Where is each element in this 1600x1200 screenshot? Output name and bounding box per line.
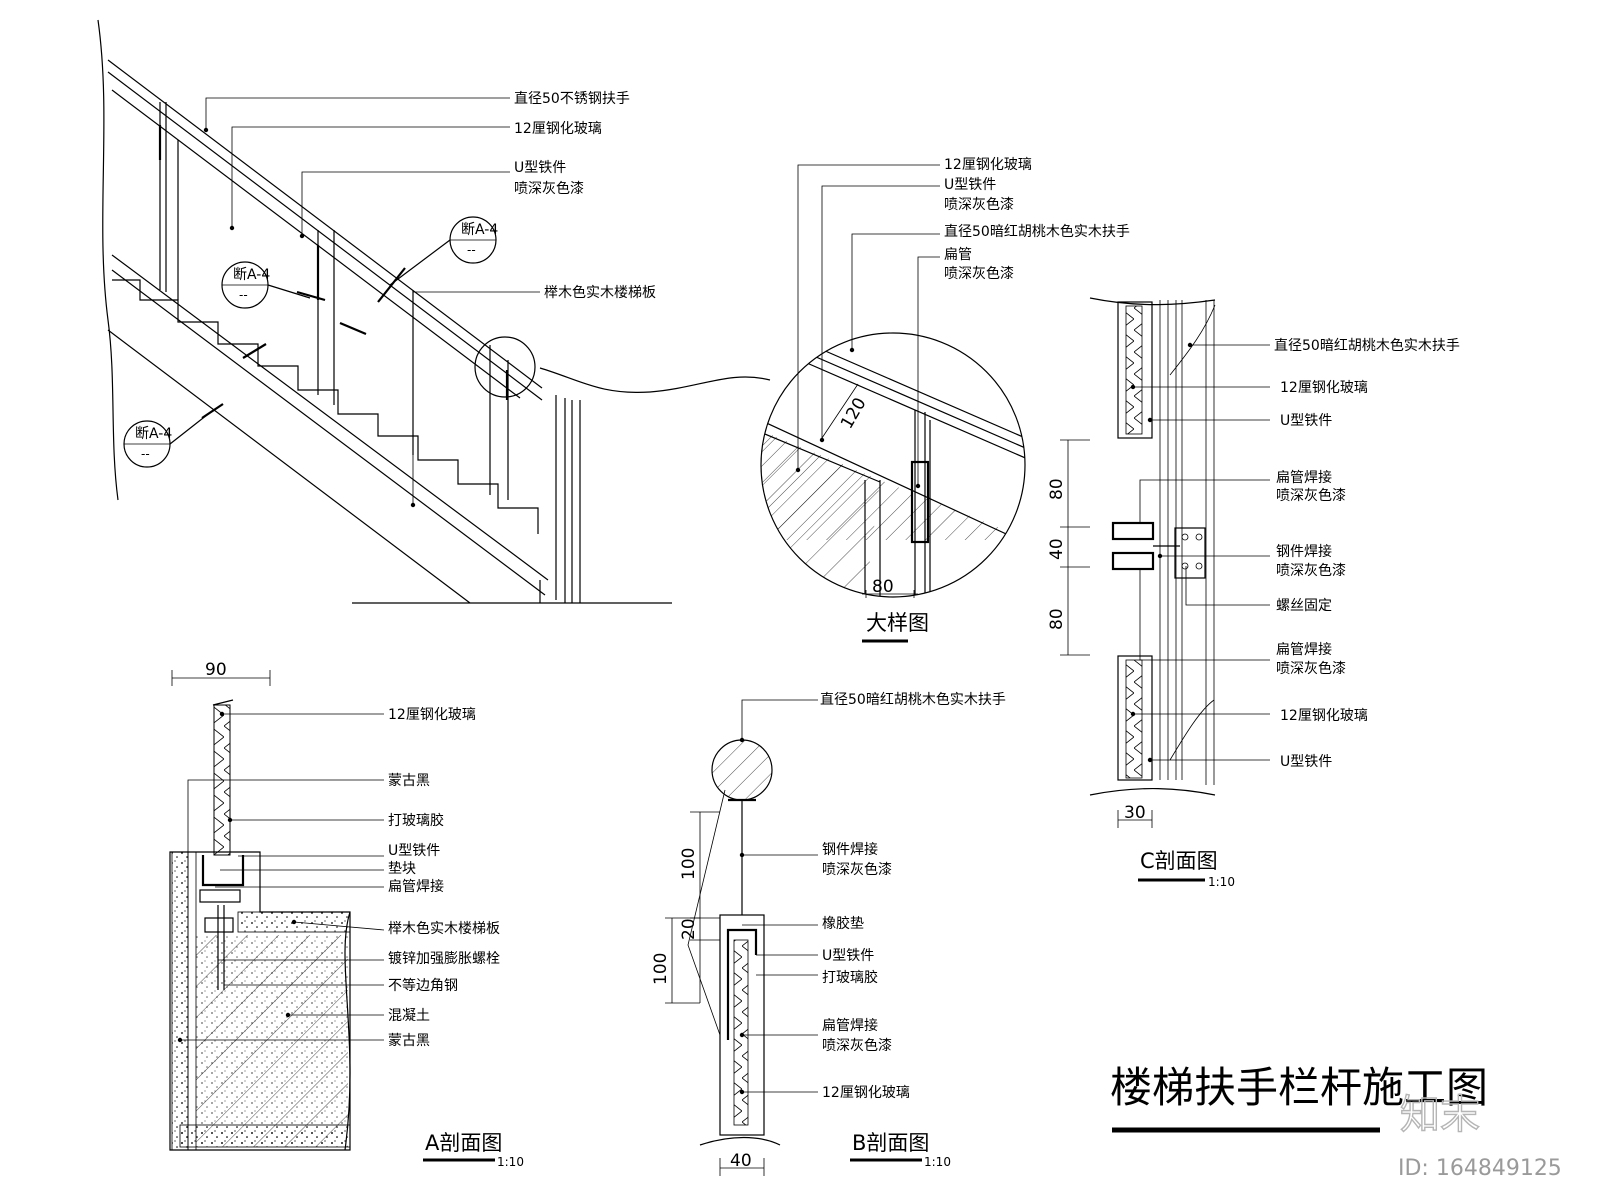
b-label-flat-weld: 扁管焊接 [822, 1017, 878, 1034]
b-label-paint-2: 喷深灰色漆 [822, 1037, 892, 1054]
watermark-logo: 知末 [1400, 1092, 1480, 1138]
svg-text:40: 40 [1047, 538, 1067, 560]
c-label-paint: 喷深灰色漆 [1276, 487, 1346, 504]
a-label-mongolia-black-2: 蒙古黑 [388, 1033, 430, 1049]
svg-text:--: -- [467, 243, 476, 257]
b-label-steel-weld: 钢件焊接 [822, 841, 878, 858]
a-label-angle-steel: 不等边角钢 [388, 977, 458, 994]
c-label-handrail: 直径50暗红胡桃木色实木扶手 [1274, 337, 1460, 354]
sheet-title: 楼梯扶手栏杆施工图 [1110, 1063, 1488, 1112]
b-label-u-iron: U型铁件 [822, 948, 874, 964]
svg-text:100: 100 [679, 848, 699, 880]
detail-view: 120 12厘钢化玻璃 U型铁件 喷深灰色漆 直径50暗红胡桃木色实木扶手 扁管… [760, 156, 1130, 643]
b-label-glass: 12厘钢化玻璃 [822, 1084, 910, 1101]
a-label-flat-weld: 扁管焊接 [388, 878, 444, 895]
section-mark-1: 断A-4 -- [389, 216, 498, 286]
section-mark-1-ref: 断A-4 [461, 222, 498, 238]
b-label-paint: 喷深灰色漆 [822, 861, 892, 878]
label-handrail: 直径50不锈钢扶手 [514, 90, 630, 107]
c-label-paint-3: 喷深灰色漆 [1276, 660, 1346, 677]
detail-label-glass: 12厘钢化玻璃 [944, 156, 1032, 173]
b-label-handrail: 直径50暗红胡桃木色实木扶手 [820, 691, 1006, 708]
detail-label-u-iron: U型铁件 [944, 177, 996, 193]
c-title: C剖面图 [1140, 849, 1218, 873]
a-label-mongolia-black: 蒙古黑 [388, 773, 430, 789]
svg-text:120: 120 [837, 394, 871, 432]
b-label-rubber-pad: 橡胶垫 [822, 915, 864, 932]
label-u-iron: U型铁件 [514, 160, 566, 176]
watermark-id: ID: 164849125 [1398, 1156, 1562, 1181]
stair-elevation: 断A-4 -- 断A-4 -- 断A-4 -- 直径50不锈钢扶 [97, 19, 771, 604]
svg-text:断A-4: 断A-4 [135, 426, 172, 442]
section-b: 100 20 100 直径50暗红胡桃木色实木扶手 钢件焊接 喷深灰色漆 橡胶垫… [651, 691, 1006, 1176]
label-paint: 喷深灰色漆 [514, 180, 584, 197]
svg-text:20: 20 [679, 918, 699, 940]
c-label-flat-weld-2: 扁管焊接 [1276, 641, 1332, 658]
a-label-u-iron: U型铁件 [388, 843, 440, 859]
detail-label-paint: 喷深灰色漆 [944, 196, 1014, 213]
detail-label-flat-tube: 扁管 [944, 247, 972, 263]
c-label-steel-weld: 钢件焊接 [1276, 543, 1332, 560]
b-title: B剖面图 [852, 1131, 929, 1155]
a-title: A剖面图 [425, 1131, 502, 1155]
a-dim-90: 90 [205, 660, 227, 680]
section-a: 90 [169, 660, 524, 1169]
c-label-glass-2: 12厘钢化玻璃 [1280, 707, 1368, 724]
a-label-concrete: 混凝土 [388, 1008, 430, 1024]
svg-text:断A-4: 断A-4 [233, 267, 270, 283]
a-label-stair-board: 榉木色实木楼梯板 [388, 920, 500, 937]
c-dim-30: 30 [1124, 803, 1146, 823]
a-label-pad: 垫块 [388, 861, 416, 877]
section-c: 80 40 80 直径50暗红胡桃木色实木扶手 12厘钢化玻璃 U型铁件 扁管焊… [1047, 297, 1460, 889]
a-scale: 1:10 [497, 1155, 524, 1169]
c-label-screw: 螺丝固定 [1276, 598, 1332, 614]
c-label-glass: 12厘钢化玻璃 [1280, 379, 1368, 396]
section-mark-3: 断A-4 -- [123, 410, 213, 468]
detail-label-paint-2: 喷深灰色漆 [944, 265, 1014, 282]
svg-text:--: -- [141, 447, 150, 461]
c-scale: 1:10 [1208, 875, 1235, 889]
svg-text:100: 100 [651, 953, 671, 985]
c-label-paint-2: 喷深灰色漆 [1276, 562, 1346, 579]
label-stair-board: 榉木色实木楼梯板 [544, 284, 656, 301]
c-label-u-iron: U型铁件 [1280, 413, 1332, 429]
a-label-glass-glue: 打玻璃胶 [388, 812, 444, 829]
svg-text:80: 80 [1047, 608, 1067, 630]
section-mark-2: 断A-4 -- [221, 261, 311, 309]
detail-label-handrail: 直径50暗红胡桃木色实木扶手 [944, 223, 1130, 240]
a-label-glass: 12厘钢化玻璃 [388, 706, 476, 723]
c-label-u-iron-2: U型铁件 [1280, 754, 1332, 770]
label-glass: 12厘钢化玻璃 [514, 120, 602, 137]
b-scale: 1:10 [924, 1155, 951, 1169]
svg-text:80: 80 [1047, 478, 1067, 500]
c-label-flat-weld: 扁管焊接 [1276, 469, 1332, 486]
a-label-bolt: 镀锌加强膨胀螺栓 [388, 950, 500, 967]
b-label-glass-glue: 打玻璃胶 [822, 969, 878, 986]
b-dim-40: 40 [730, 1151, 752, 1171]
svg-text:--: -- [239, 288, 248, 302]
detail-dim-80: 80 [872, 577, 894, 597]
detail-title: 大样图 [866, 611, 929, 635]
